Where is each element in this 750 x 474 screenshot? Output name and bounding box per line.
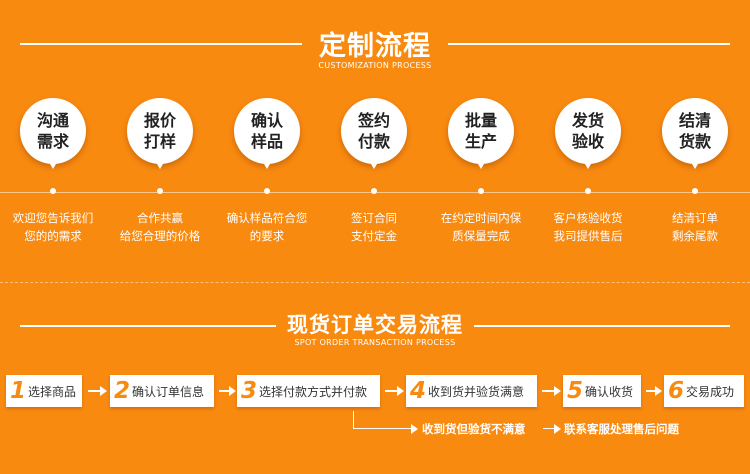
timeline-dot (50, 188, 56, 194)
bubble-label: 批量 生产 (464, 111, 497, 151)
step-number: 6 (668, 378, 685, 404)
timeline-dot (264, 188, 270, 194)
title-line-left (20, 43, 302, 45)
bubble (341, 98, 407, 164)
title-line-right (474, 325, 730, 327)
title-line-left (20, 325, 276, 327)
arrow-right-icon (385, 386, 404, 396)
step-label: 选择商品 (28, 384, 77, 399)
bubble (20, 98, 86, 164)
step-description: 合作共赢 给您合理的价格 (119, 211, 201, 243)
section2-title: 现货订单交易流程 (287, 313, 463, 337)
section-divider (0, 282, 750, 283)
step-number: 5 (567, 378, 584, 404)
arrow-right-icon (646, 386, 662, 396)
section2-subtitle: SPOT ORDER TRANSACTION PROCESS (294, 338, 456, 347)
step-label: 确认订单信息 (132, 384, 205, 399)
step-description: 结清订单 剩余尾款 (672, 211, 718, 243)
flow-step-confirm-receipt: 5 确认收货 (563, 375, 641, 407)
arrow-right-icon (88, 386, 107, 396)
step-description: 签订合同 支付定金 (351, 211, 397, 243)
branch-arrow-icon (543, 424, 561, 434)
step-description: 客户核验收货 我司提供售后 (553, 211, 623, 243)
bubble-tail (154, 159, 166, 169)
step-number: 3 (241, 378, 258, 404)
bubble-label: 确认 样品 (250, 111, 283, 151)
timeline-dot (692, 188, 698, 194)
step-number: 1 (10, 378, 27, 404)
branch-connector (353, 411, 354, 428)
bubble (662, 98, 728, 164)
bubble-label: 沟通 需求 (36, 111, 69, 151)
step-description: 在约定时间内保 质保量完成 (440, 211, 522, 243)
bubble-label: 签约 付款 (357, 111, 390, 151)
step-number: 4 (410, 378, 427, 404)
timeline-dot (157, 188, 163, 194)
title-line-right (448, 43, 730, 45)
step-label: 交易成功 (686, 384, 735, 399)
step-label: 收到货并验货满意 (428, 384, 525, 399)
bubble-tail (261, 159, 273, 169)
branch-action: 联系客服处理售后问题 (564, 422, 679, 436)
branch-condition: 收到货但验货不满意 (422, 422, 526, 436)
bubble-label: 发货 验收 (571, 111, 604, 151)
bubble-tail (475, 159, 487, 169)
bubble-tail (368, 159, 380, 169)
flow-step-inspect: 4 收到货并验货满意 (406, 375, 537, 407)
bubble-tail (582, 159, 594, 169)
step-description: 确认样品符合您 的要求 (226, 211, 308, 243)
step-label: 选择付款方式并付款 (259, 384, 368, 399)
bubble (127, 98, 193, 164)
step-label: 确认收货 (585, 384, 634, 399)
bubble (448, 98, 514, 164)
flow-step-payment: 3 选择付款方式并付款 (237, 375, 380, 407)
bubble-label: 报价 打样 (143, 111, 176, 151)
step-number: 2 (114, 378, 131, 404)
timeline-dot (478, 188, 484, 194)
section1-title: 定制流程 (319, 31, 431, 62)
section1-subtitle: CUSTOMIZATION PROCESS (318, 61, 432, 70)
bubble-tail (689, 159, 701, 169)
bubble (555, 98, 621, 164)
branch-arrow-icon (353, 424, 418, 434)
bubble-tail (47, 159, 59, 169)
flow-step-success: 6 交易成功 (664, 375, 744, 407)
flow-step-confirm-order: 2 确认订单信息 (110, 375, 214, 407)
bubble (234, 98, 300, 164)
flow-step-select-product: 1 选择商品 (6, 375, 82, 407)
bubble-label: 结清 货款 (678, 111, 711, 151)
timeline-dot (585, 188, 591, 194)
timeline-dot (371, 188, 377, 194)
arrow-right-icon (542, 386, 561, 396)
step-description: 欢迎您告诉我们 您的的需求 (12, 211, 94, 243)
arrow-right-icon (219, 386, 236, 396)
